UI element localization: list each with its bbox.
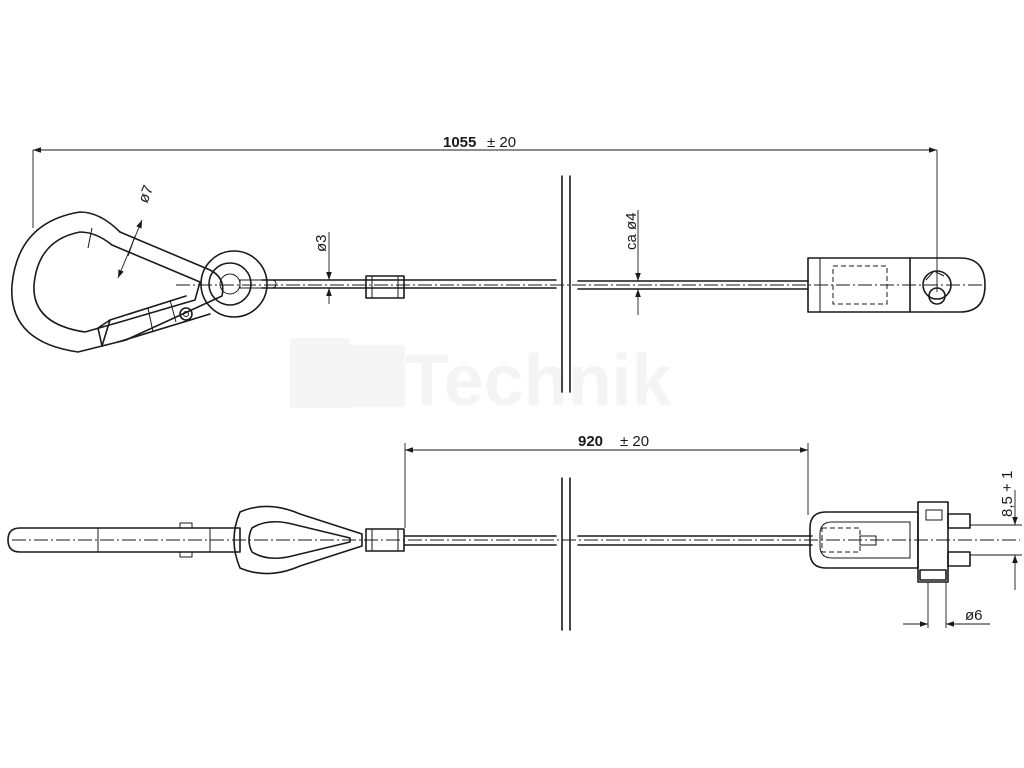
gate-rivet bbox=[179, 307, 193, 321]
cable-length-value: 920 bbox=[578, 433, 603, 450]
break-line-side bbox=[561, 477, 571, 631]
snap-hook: ø7 bbox=[11, 183, 268, 353]
svg-text:Technik: Technik bbox=[405, 341, 673, 421]
fork-offset-label: 8,5 + 1 bbox=[999, 471, 1016, 517]
cable-dia-dimension: ø3 bbox=[313, 232, 332, 304]
cable-top bbox=[239, 279, 809, 290]
overall-length-dimension: 1055 ± 20 bbox=[32, 134, 938, 292]
cable-length-dimension: 920 ± 20 bbox=[404, 433, 809, 528]
crimp-sleeve-top bbox=[365, 275, 405, 299]
eye-ring bbox=[200, 250, 268, 318]
pin-dia-dimension: ø6 bbox=[903, 607, 990, 627]
snap-hook-side bbox=[7, 505, 363, 575]
sleeve-dia-label: ca ø4 bbox=[623, 212, 640, 250]
overall-length-value: 1055 bbox=[443, 134, 476, 151]
watermark-logo: Technik bbox=[290, 338, 673, 421]
fork-offset-dimension: 8,5 + 1 bbox=[970, 471, 1022, 590]
cable-side bbox=[404, 535, 813, 546]
carabiner-dia-label: ø7 bbox=[135, 183, 157, 206]
sleeve-dia-dimension: ca ø4 bbox=[623, 210, 641, 315]
cable-length-tolerance: ± 20 bbox=[620, 433, 649, 450]
cable-dia-label: ø3 bbox=[313, 234, 330, 252]
crimp-sleeve-side bbox=[365, 528, 405, 552]
fork-end-top bbox=[807, 257, 986, 313]
side-view: 920 ± 20 bbox=[7, 433, 1022, 631]
pin-dia-label: ø6 bbox=[965, 607, 983, 624]
fork-end-side bbox=[809, 501, 971, 628]
overall-length-tolerance: ± 20 bbox=[487, 134, 516, 151]
top-view: 1055 ± 20 ø7 bbox=[11, 134, 986, 393]
break-line-top bbox=[561, 175, 571, 393]
